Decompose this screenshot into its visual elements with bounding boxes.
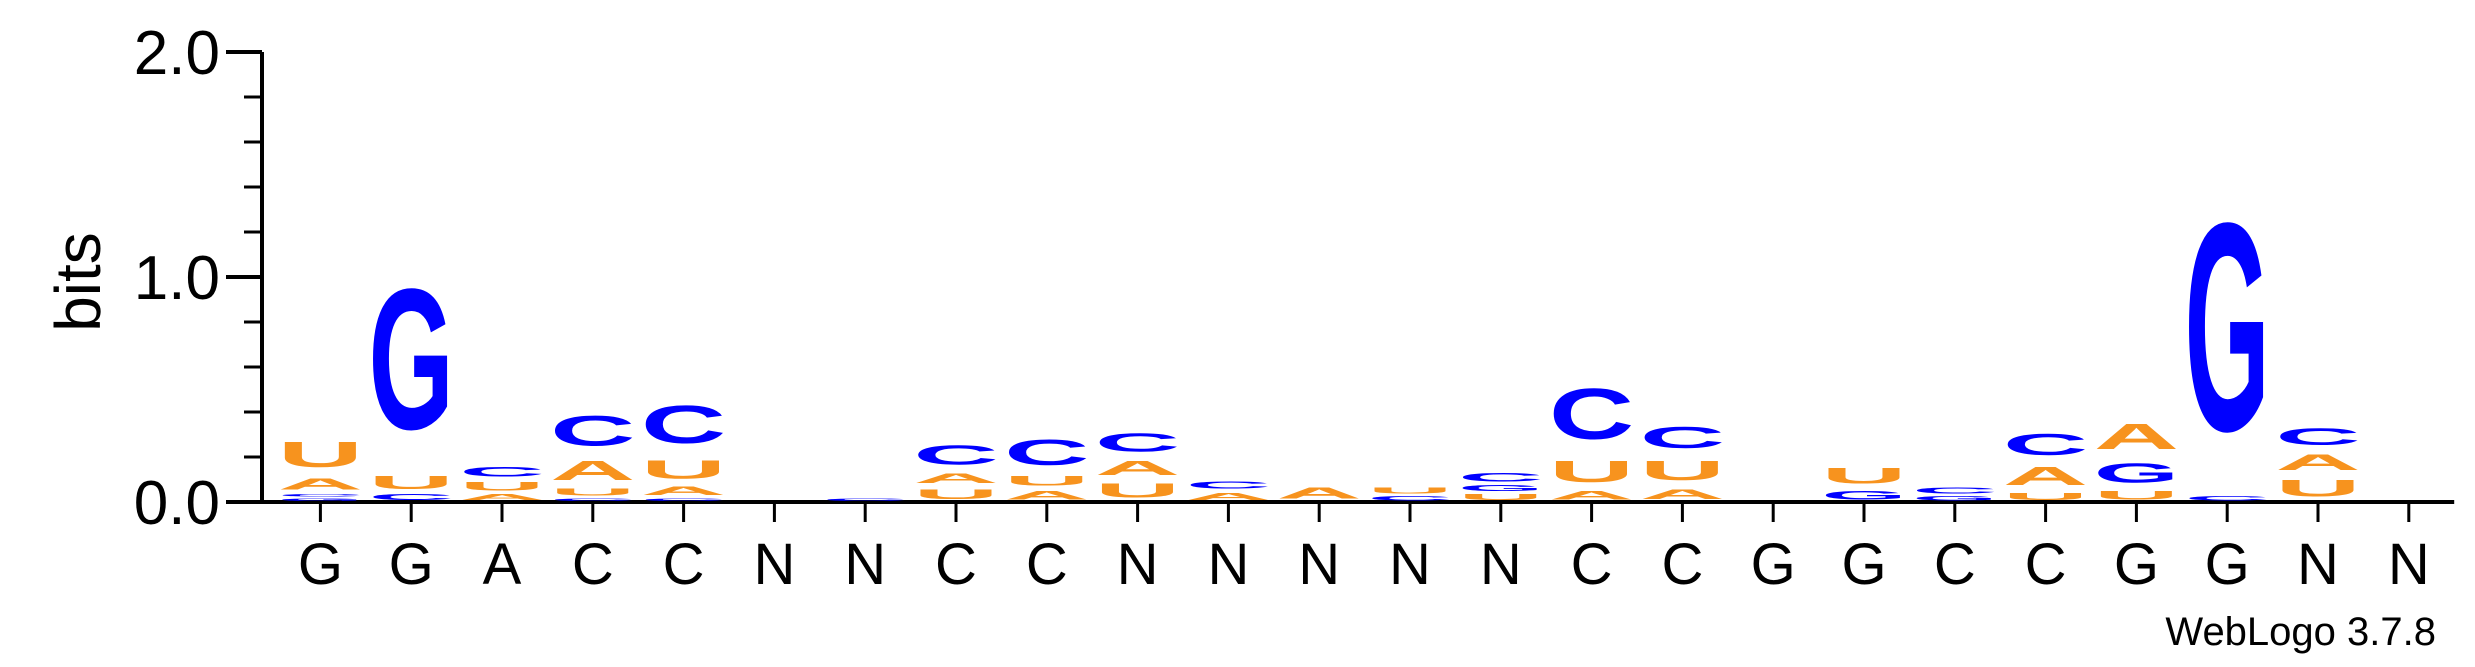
logo-letter: C	[641, 394, 726, 454]
x-tick-label: C	[1026, 532, 1068, 597]
logo-letter: C	[2003, 428, 2088, 462]
x-tick-label: G	[2114, 532, 2159, 597]
logo-letter: A	[1095, 457, 1180, 480]
logo-letter: A	[1186, 491, 1271, 502]
logo-letter: U	[278, 434, 363, 475]
x-tick-label: N	[753, 532, 795, 597]
logo-letter: A	[913, 470, 998, 486]
logo-letter: G	[1821, 488, 1906, 502]
logo-letter: C	[1912, 486, 1997, 495]
logo-letter: A	[1277, 484, 1362, 502]
logo-letter: U	[369, 473, 454, 493]
logo-letter: C	[1458, 470, 1543, 483]
y-tick-label: 1.0	[134, 244, 220, 313]
logo-letter: U	[1549, 455, 1634, 489]
x-tick-label: N	[844, 532, 886, 597]
weblogo-credit: WebLogo 3.7.8	[2165, 610, 2436, 654]
x-tick-label: C	[663, 532, 705, 597]
x-tick-label: G	[389, 532, 434, 597]
x-tick-label: A	[483, 532, 522, 597]
logo-letter: C	[1367, 495, 1452, 502]
logo-letter: U	[1367, 486, 1452, 495]
logo-letter: G	[2185, 162, 2270, 494]
y-tick-label: 2.0	[134, 19, 220, 88]
logo-letter: C	[641, 497, 726, 502]
x-tick-label: C	[1571, 532, 1613, 597]
x-tick-label: N	[1207, 532, 1249, 597]
logo-letter: U	[1004, 473, 1089, 489]
logo-letter: C	[1549, 373, 1634, 454]
x-tick-label: N	[1298, 532, 1340, 597]
logo-letter: U	[913, 486, 998, 502]
logo-letter: G	[1458, 484, 1543, 493]
logo-letter: A	[278, 475, 363, 493]
logo-letter: A	[641, 484, 726, 497]
x-tick-label: C	[1661, 532, 1703, 597]
x-tick-label: C	[2025, 532, 2067, 597]
x-tick-label: G	[298, 532, 343, 597]
x-tick-label: C	[935, 532, 977, 597]
x-tick-label: N	[1117, 532, 1159, 597]
logo-letter: U	[459, 479, 544, 492]
x-tick-label: G	[1841, 532, 1886, 597]
logo-letter: A	[2003, 462, 2088, 491]
x-tick-label: N	[2388, 532, 2430, 597]
x-tick-label: N	[1389, 532, 1431, 597]
logo-letter: G	[278, 498, 363, 502]
logo-letter: C	[1186, 479, 1271, 490]
logo-letter: A	[1004, 488, 1089, 501]
x-tick-label: N	[1480, 532, 1522, 597]
x-tick-label: C	[572, 532, 614, 597]
logo-letter: A	[1640, 486, 1725, 502]
logo-letter: C	[1095, 428, 1180, 457]
y-axis-label: bits	[42, 232, 114, 332]
logo-letter: C	[2275, 423, 2360, 450]
logo-letter: A	[1549, 488, 1634, 501]
logo-letter: U	[1821, 464, 1906, 489]
logo-letter: G	[2094, 457, 2179, 488]
logo-letter: C	[2185, 495, 2270, 502]
logo-letter: U	[1095, 479, 1180, 502]
logo-letter: A	[459, 493, 544, 502]
logo-letter: U	[550, 486, 635, 497]
logo-letter: C	[823, 497, 908, 502]
x-tick-label: C	[1934, 532, 1976, 597]
logo-letter: C	[550, 407, 635, 454]
logo-letter: U	[2094, 488, 2179, 501]
logo-letter: U	[1458, 493, 1543, 502]
logo-letter: C	[369, 493, 454, 502]
logo-letter: C	[1640, 421, 1725, 455]
logo-letter: C	[913, 439, 998, 470]
logo-letter: C	[1004, 432, 1089, 473]
x-tick-label: N	[2297, 532, 2339, 597]
logo-letter: U	[1640, 455, 1725, 486]
logo-letter: C	[459, 464, 544, 480]
logo-letter: U	[2003, 491, 2088, 502]
logo-letter: U	[2275, 475, 2360, 502]
logo-letter: C	[550, 497, 635, 502]
logo-letter: G	[369, 247, 454, 472]
logo-letter: A	[2094, 416, 2179, 457]
x-tick-label: G	[2205, 532, 2250, 597]
x-tick-label: G	[1751, 532, 1796, 597]
y-tick-label: 0.0	[134, 469, 220, 538]
logo-letter: G	[1912, 495, 1997, 502]
logo-letter: C	[278, 493, 363, 498]
logo-letter: A	[550, 455, 635, 486]
logo-letter: A	[2275, 450, 2360, 475]
axes: 0.0 1.0 2.0	[134, 19, 2455, 538]
logo-letter: U	[641, 455, 726, 484]
